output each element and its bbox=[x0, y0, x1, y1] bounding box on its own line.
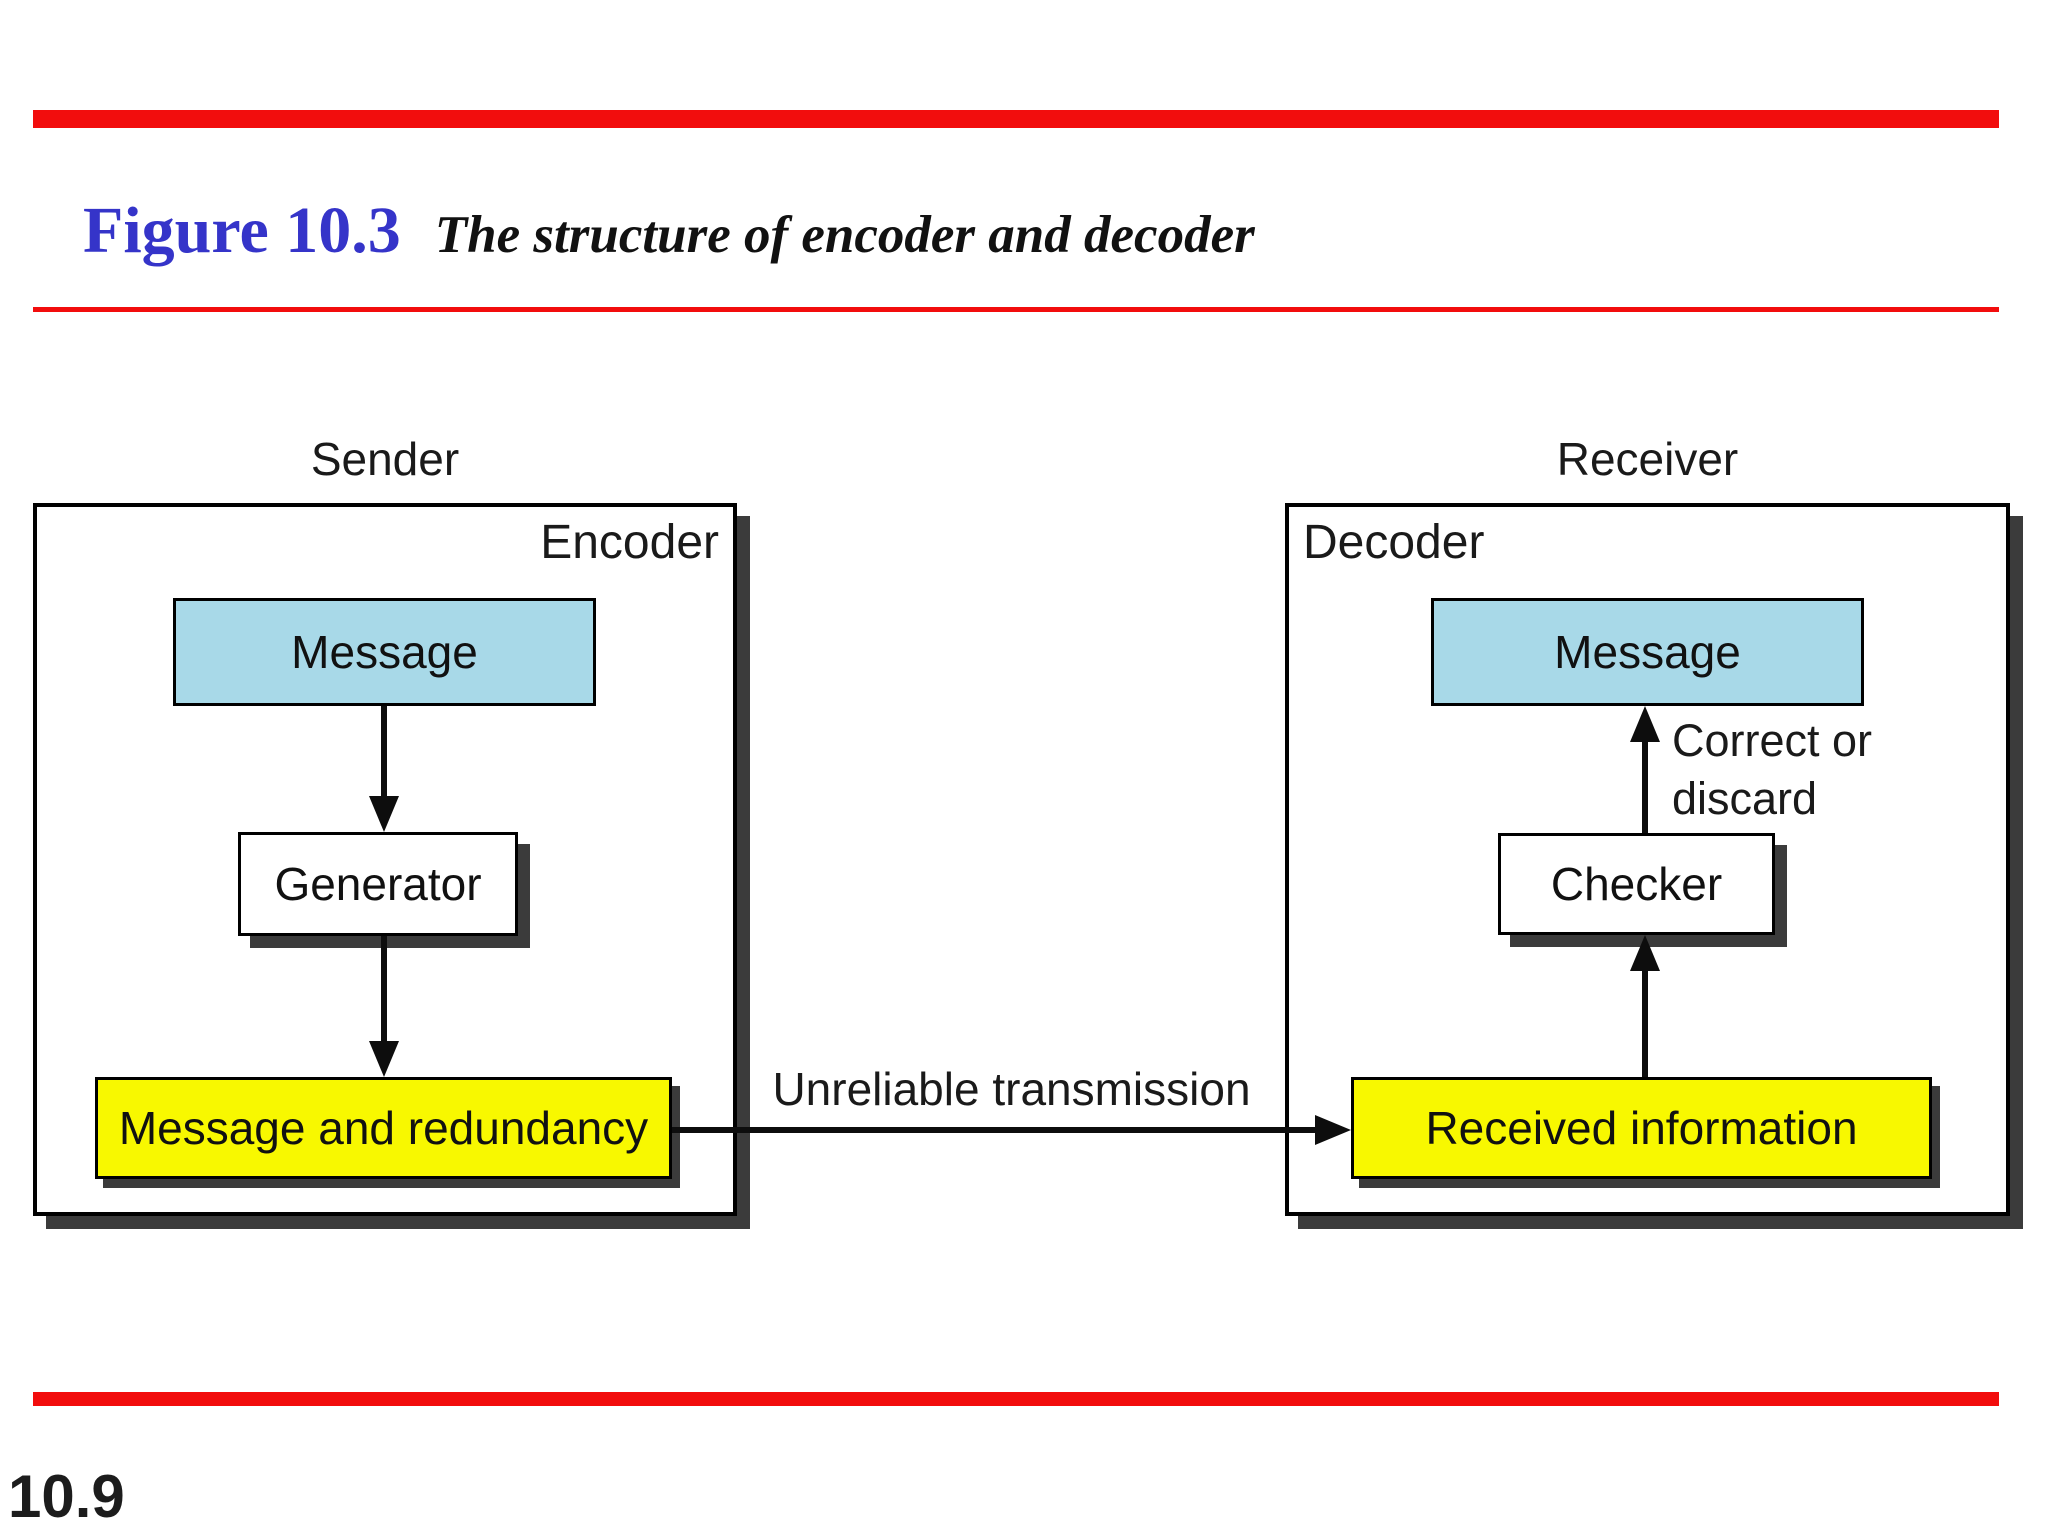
message-and-redundancy-box: Message and redundancy bbox=[95, 1077, 672, 1179]
arrowhead-right-icon bbox=[1315, 1115, 1351, 1145]
arrow-generator-to-redundancy bbox=[369, 936, 399, 1077]
figure-number: Figure 10.3 bbox=[83, 194, 401, 267]
unreliable-transmission-label: Unreliable transmission bbox=[772, 1063, 1251, 1115]
arrow-stem bbox=[1642, 965, 1648, 1077]
generator-box: Generator bbox=[238, 832, 518, 936]
arrow-stem bbox=[1642, 736, 1648, 833]
arrow-transmission-channel bbox=[672, 1115, 1351, 1145]
page-number: 10.9 bbox=[8, 1463, 125, 1530]
top-red-bar bbox=[33, 110, 1999, 128]
decoder-label: Decoder bbox=[1303, 516, 1485, 569]
correct-or-discard-line2: discard bbox=[1672, 773, 1818, 824]
received-information-box: Received information bbox=[1351, 1077, 1932, 1179]
checker-box: Checker bbox=[1498, 833, 1775, 935]
figure-heading: Figure 10.3 The structure of encoder and… bbox=[83, 193, 1255, 269]
arrow-received-to-checker bbox=[1630, 935, 1660, 1077]
arrowhead-down-icon bbox=[369, 796, 399, 832]
figure-title: The structure of encoder and decoder bbox=[434, 206, 1255, 264]
encoder-label: Encoder bbox=[540, 516, 719, 569]
arrowhead-up-icon bbox=[1630, 935, 1660, 971]
correct-or-discard-line1: Correct or bbox=[1672, 715, 1873, 766]
arrow-stem bbox=[672, 1127, 1321, 1133]
receiver-label: Receiver bbox=[1556, 433, 1739, 485]
sender-label: Sender bbox=[310, 433, 460, 485]
arrow-stem bbox=[381, 706, 387, 802]
arrowhead-up-icon bbox=[1630, 706, 1660, 742]
receiver-message-box: Message bbox=[1431, 598, 1864, 706]
arrowhead-down-icon bbox=[369, 1041, 399, 1077]
arrow-checker-to-message bbox=[1630, 706, 1660, 833]
arrow-stem bbox=[381, 936, 387, 1047]
bottom-red-bar bbox=[33, 1392, 1999, 1406]
arrow-message-to-generator bbox=[369, 706, 399, 832]
title-underline-rule bbox=[33, 307, 1999, 312]
sender-message-box: Message bbox=[173, 598, 596, 706]
correct-or-discard-label: Correct or discard bbox=[1672, 712, 1872, 828]
